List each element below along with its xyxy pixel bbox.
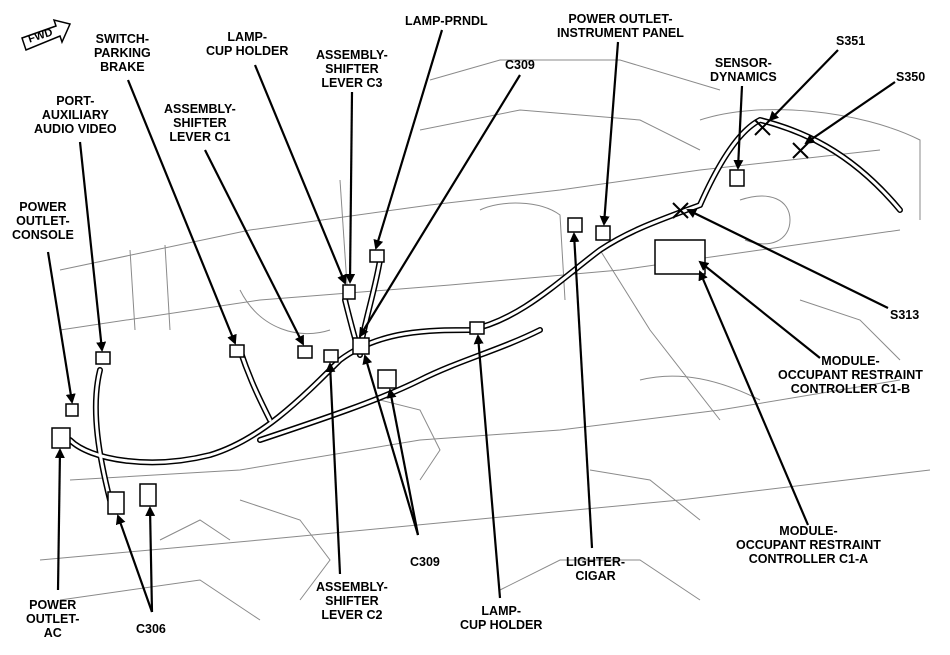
label-c309-bottom: C309	[410, 555, 440, 569]
module-orc	[654, 239, 706, 275]
connector-lighter	[567, 217, 583, 233]
leader-lamp-prndl	[373, 29, 444, 250]
connector-shifter-c1	[297, 345, 313, 359]
leader-c309-top	[358, 74, 521, 338]
leader-lines	[46, 29, 896, 613]
label-s351: S351	[836, 34, 866, 48]
leader-power-outlet-ip	[599, 41, 620, 226]
leader-power-outlet-ac	[54, 448, 65, 591]
splice-s351	[754, 119, 771, 136]
leader-cup-holder-bottom	[473, 334, 502, 599]
leader-orc-c1b	[698, 260, 821, 359]
leader-switch-parking-brake	[126, 79, 237, 345]
leader-lamp-cup-holder-top	[253, 64, 347, 285]
label-power-outlet-ip: POWER OUTLET-INSTRUMENT PANEL	[557, 12, 684, 40]
connector-c309-a	[352, 337, 370, 355]
connector-lamp-prndl	[369, 249, 385, 263]
connector-power-outlet-ip	[595, 225, 611, 241]
label-s350: S350	[896, 70, 926, 84]
leader-c309-bottom-b	[386, 388, 420, 536]
connector-shifter-c3	[342, 284, 356, 300]
leader-orc-c1a	[698, 270, 810, 526]
label-s313: S313	[890, 308, 920, 322]
splice-s350	[792, 142, 809, 159]
leader-c306-a	[115, 514, 154, 613]
connectors	[51, 169, 745, 515]
vehicle-structure	[39, 59, 931, 621]
connector-c306-b	[139, 483, 157, 507]
label-lamp-prndl: LAMP-PRNDL	[405, 14, 488, 28]
connector-c309-b	[377, 369, 397, 389]
leader-shifter-c1	[204, 149, 304, 346]
connector-power-outlet-ac	[51, 427, 71, 449]
label-c306: C306	[136, 622, 166, 636]
connector-port-aux	[95, 351, 111, 365]
leader-port-aux	[78, 141, 107, 352]
connector-c306-a	[107, 491, 125, 515]
leader-lighter	[569, 232, 594, 549]
forward-arrow-icon	[21, 18, 72, 51]
connector-power-outlet-console	[65, 403, 79, 417]
label-lighter-cigar: LIGHTER-CIGAR	[566, 555, 626, 583]
leader-c306-b	[145, 506, 156, 613]
leader-s351	[768, 49, 839, 122]
leader-power-outlet-console	[46, 251, 76, 404]
label-lamp-cup-holder-bottom: LAMP-CUP HOLDER	[460, 604, 543, 632]
connector-parking-brake	[229, 344, 245, 358]
leader-s350	[804, 81, 896, 145]
label-sensor-dynamics: SENSOR-DYNAMICS	[710, 56, 777, 84]
leader-shifter-c2	[325, 362, 342, 575]
label-lamp-cup-holder-top: LAMP-CUP HOLDER	[206, 30, 289, 58]
splice-marks	[672, 119, 809, 219]
wiring-harness-inner	[68, 118, 902, 502]
connector-cup-holder-bottom	[469, 321, 485, 335]
label-c309-top: C309	[505, 58, 535, 72]
connector-sensor-dynamics	[729, 169, 745, 187]
leader-sensor-dynamics	[733, 85, 744, 170]
connector-shifter-c2	[323, 349, 339, 363]
leader-c309-bottom-a	[362, 354, 420, 536]
splice-s313	[672, 202, 689, 219]
leader-s313	[686, 209, 889, 309]
leader-shifter-c3	[345, 91, 356, 284]
